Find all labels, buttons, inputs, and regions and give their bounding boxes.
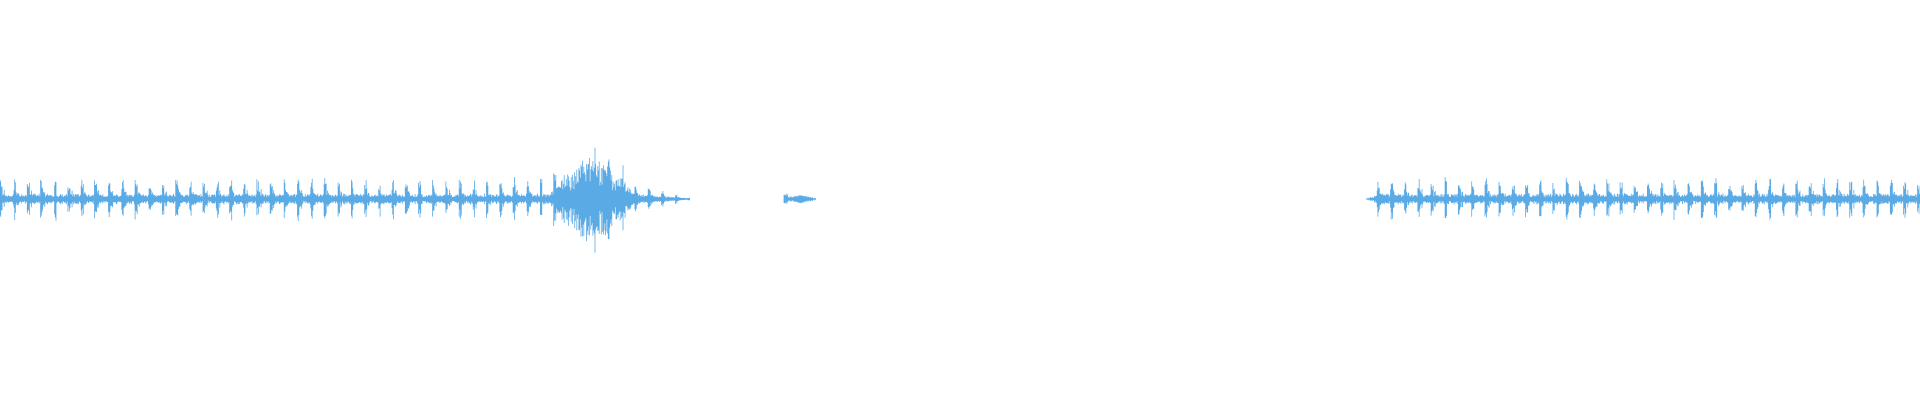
waveform-segment-2 (783, 193, 816, 204)
waveform-path (1366, 176, 1920, 220)
waveform-path (0, 147, 690, 253)
waveform-traces (0, 147, 1920, 253)
waveform-segment-3 (1366, 176, 1920, 220)
waveform-segment-1 (0, 147, 690, 253)
